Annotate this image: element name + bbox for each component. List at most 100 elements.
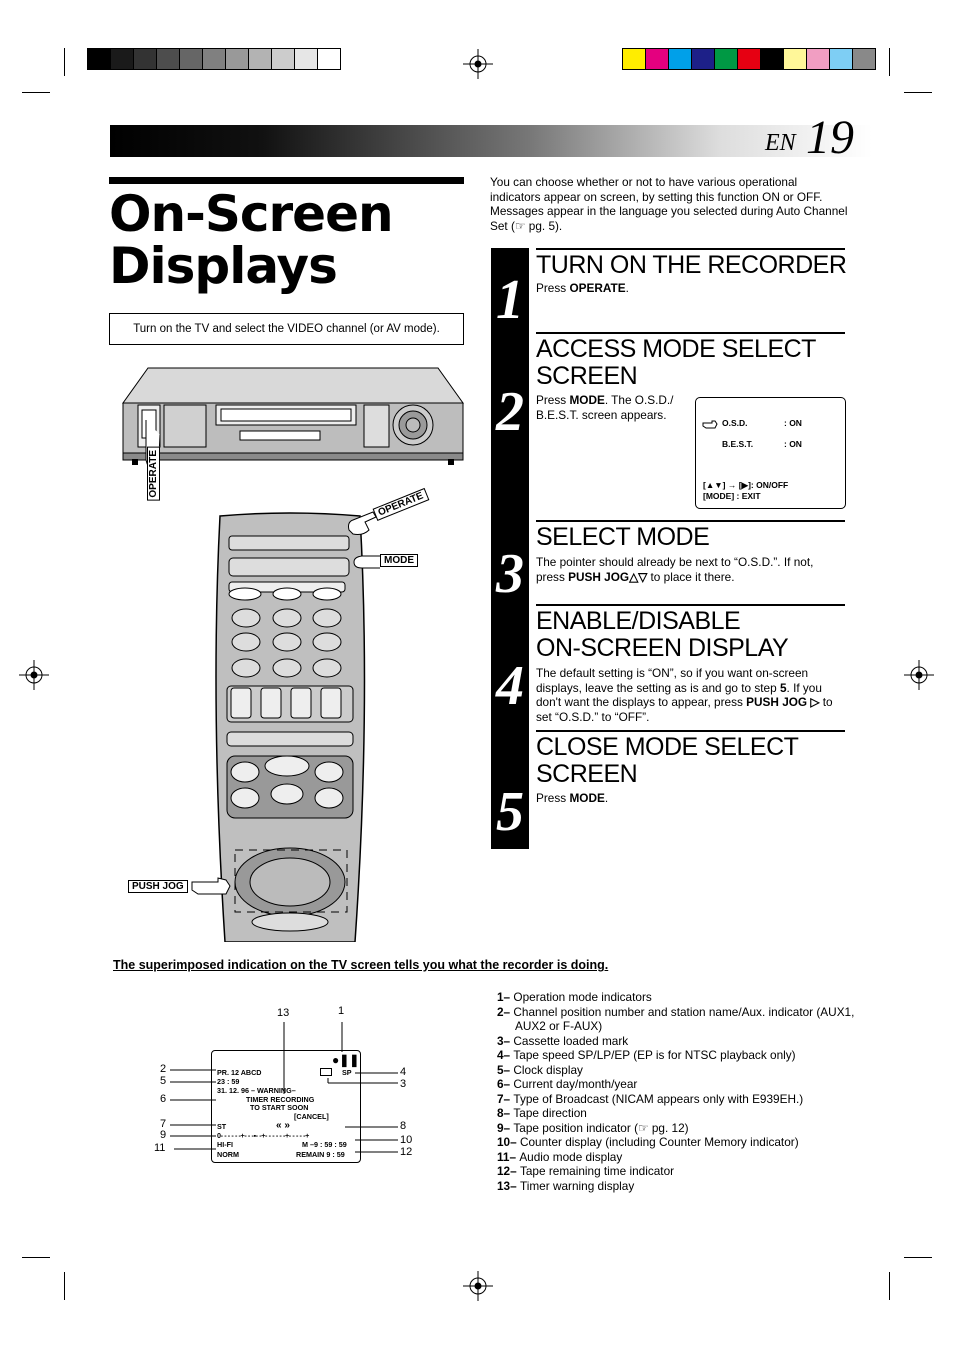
- step-title: SELECT MODE: [536, 523, 710, 551]
- callout-number: 11: [154, 1142, 166, 1154]
- crop-mark: [64, 1272, 65, 1300]
- crop-mark: [889, 48, 890, 76]
- calibration-swatch: [249, 49, 272, 69]
- pointing-hand-icon: [702, 420, 718, 429]
- crop-mark: [22, 1257, 50, 1258]
- legend-item: 9– Tape position indicator (☞ pg. 12): [497, 1121, 857, 1136]
- step-text: Press OPERATE.: [536, 281, 629, 295]
- calibration-swatch: [203, 49, 226, 69]
- callout-number: 2: [160, 1063, 167, 1075]
- step-text: The pointer should already be next to “O…: [536, 555, 814, 584]
- calibration-swatch: [134, 49, 157, 69]
- step-rule: [536, 604, 845, 606]
- legend-text: Counter display (including Counter Memor…: [519, 1135, 799, 1149]
- step-rule: [536, 332, 845, 334]
- legend-item: 2– Channel position number and station n…: [497, 1005, 857, 1034]
- crop-mark: [904, 1257, 932, 1258]
- registration-mark-icon: [463, 49, 493, 79]
- pointing-hand-icon: [353, 555, 380, 569]
- operate-label-vcr: OPERATE: [147, 447, 160, 501]
- legend-text: Channel position number and station name…: [513, 1004, 855, 1034]
- legend-text: Type of Broadcast (NICAM appears only wi…: [513, 1091, 804, 1106]
- legend-text: Audio mode display: [519, 1149, 623, 1164]
- legend-item: 8– Tape direction: [497, 1106, 857, 1121]
- callout-number: 5: [160, 1075, 167, 1087]
- calibration-swatch: [646, 49, 669, 69]
- crop-mark: [22, 92, 50, 93]
- legend-item: 1– Operation mode indicators: [497, 990, 857, 1005]
- legend-number: 9–: [497, 1120, 514, 1135]
- legend-number: 13–: [497, 1178, 520, 1193]
- crop-mark: [889, 1272, 890, 1300]
- step-number-column: [491, 248, 529, 849]
- mode-label: MODE: [380, 554, 418, 567]
- pointing-hand-icon: [348, 511, 377, 535]
- pointing-hand-icon: [191, 877, 231, 895]
- callout-number: 4: [400, 1066, 407, 1078]
- language-label: EN: [765, 130, 796, 156]
- callout-number: 13: [277, 1007, 290, 1019]
- step-text: The default setting is “ON”, so if you w…: [536, 666, 833, 724]
- cassette-icon: [320, 1068, 332, 1076]
- callout-number: 1: [338, 1005, 345, 1017]
- intro-paragraph: You can choose whether or not to have va…: [490, 175, 848, 233]
- calibration-swatch: [715, 49, 738, 69]
- step-number: 3: [496, 543, 524, 605]
- step-rule: [536, 730, 845, 732]
- legend-item: 13– Timer warning display: [497, 1179, 857, 1194]
- step-rule: [536, 248, 845, 250]
- callout-number: 10: [400, 1134, 413, 1146]
- callout-number: 7: [160, 1118, 167, 1130]
- calibration-swatch: [318, 49, 340, 69]
- legend-number: 6–: [497, 1077, 514, 1091]
- calibration-swatch: [180, 49, 203, 69]
- legend-item: 4– Tape speed SP/LP/EP (EP is for NTSC p…: [497, 1048, 857, 1063]
- registration-mark-icon: [904, 660, 934, 690]
- page-title-line: Displays: [109, 237, 338, 295]
- step-number: 2: [496, 381, 524, 443]
- legend-text: Tape remaining time indicator: [519, 1164, 675, 1178]
- remote-control-illustration: [215, 512, 366, 942]
- callout-number: 3: [400, 1078, 407, 1090]
- legend-number: 7–: [497, 1091, 514, 1106]
- calibration-swatch: [853, 49, 875, 69]
- page-number: 19: [806, 111, 854, 164]
- vcr-illustration: [122, 367, 464, 476]
- title-rule: [109, 177, 464, 184]
- callout-number: 6: [160, 1093, 167, 1105]
- push-jog-label: PUSH JOG: [128, 880, 188, 893]
- step-number: 4: [496, 655, 524, 717]
- step-title: TURN ON THE RECORDER: [536, 251, 847, 279]
- legend-number: 12–: [497, 1164, 520, 1178]
- legend-number: 10–: [497, 1135, 520, 1149]
- page-title: On-Screen Displays: [109, 185, 394, 295]
- legend-number: 11–: [497, 1149, 520, 1164]
- callout-number: 12: [400, 1146, 413, 1158]
- legend-number: 3–: [497, 1033, 514, 1048]
- legend-item: 11– Audio mode display: [497, 1150, 857, 1165]
- play-pause-icon: ●❚❚: [332, 1053, 360, 1067]
- step-number: 1: [496, 269, 524, 331]
- calibration-swatch: [807, 49, 830, 69]
- color-calibration-bar: [622, 48, 876, 70]
- registration-mark-icon: [19, 660, 49, 690]
- legend-text: Operation mode indicators: [513, 990, 652, 1004]
- calibration-swatch: [738, 49, 761, 69]
- callout-number: 9: [160, 1129, 167, 1141]
- calibration-swatch: [830, 49, 853, 69]
- legend-text: Timer warning display: [519, 1178, 635, 1193]
- page-title-line: On-Screen: [109, 185, 394, 243]
- legend-text: Cassette loaded mark: [513, 1033, 629, 1048]
- calibration-swatch: [272, 49, 295, 69]
- crop-mark: [904, 92, 932, 93]
- calibration-swatch: [295, 49, 318, 69]
- legend-text: Clock display: [513, 1062, 583, 1077]
- calibration-swatch: [88, 49, 111, 69]
- calibration-swatch: [669, 49, 692, 69]
- legend-item: 6– Current day/month/year: [497, 1077, 857, 1092]
- registration-mark-icon: [463, 1271, 493, 1301]
- tv-screen-diagram: PR. 12 ABCD SP 23 : 59 31. 12. 96 – WARN…: [211, 1050, 361, 1163]
- step-text: Press MODE. The O.S.D./ B.E.S.T. screen …: [536, 393, 674, 422]
